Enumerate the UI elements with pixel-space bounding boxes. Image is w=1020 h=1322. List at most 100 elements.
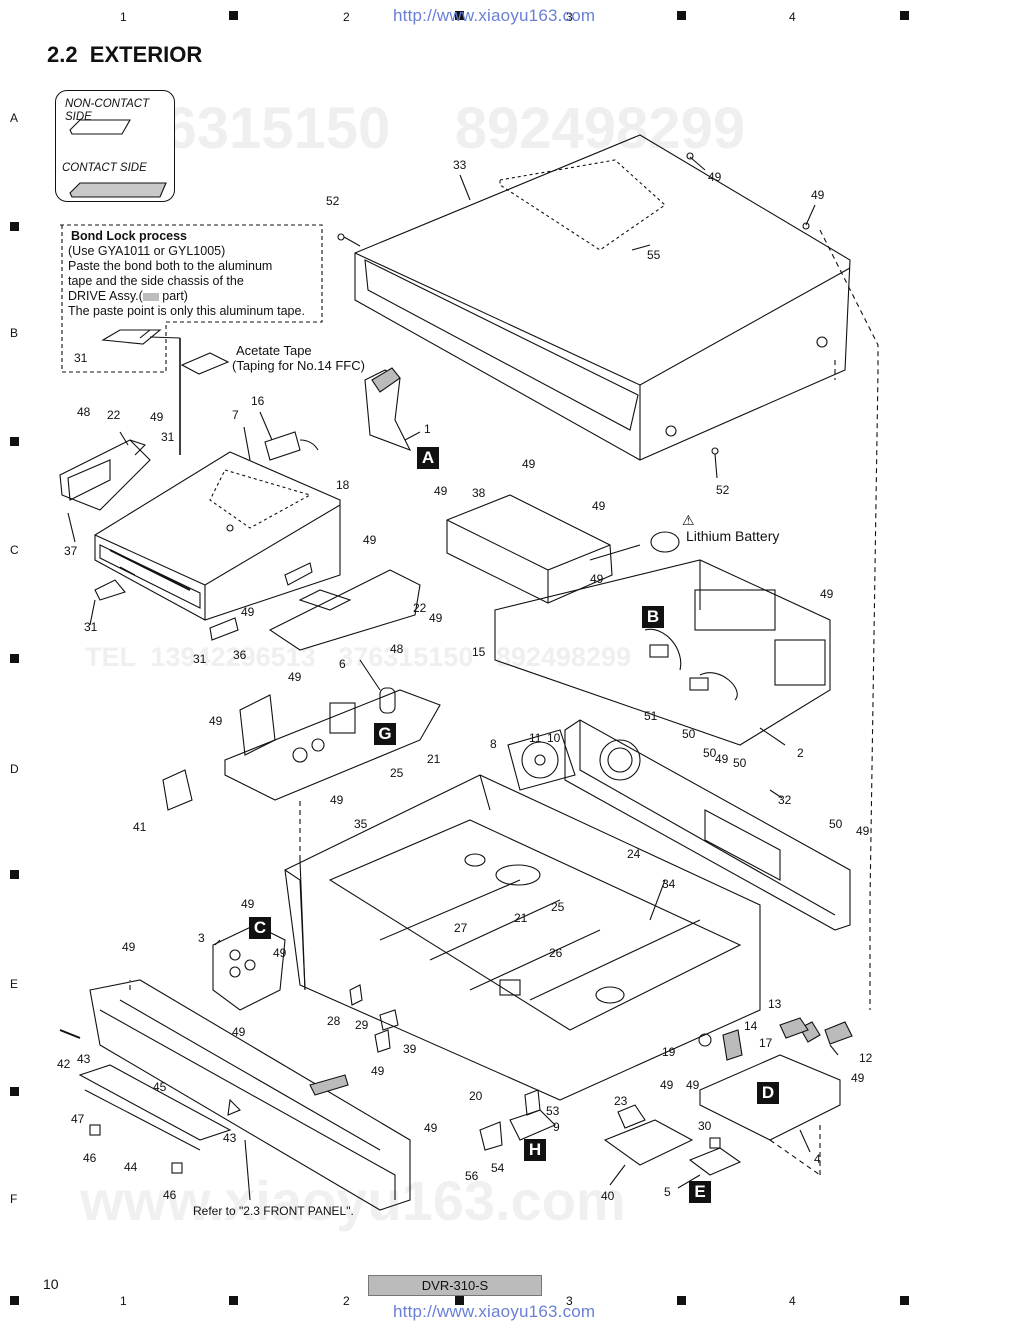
callout-8: 8 (490, 737, 497, 751)
callout-31: 31 (84, 620, 98, 634)
callout-46: 46 (163, 1188, 177, 1202)
callout-4: 4 (814, 1152, 821, 1166)
register-mark (10, 1296, 19, 1305)
row-letter-d: D (10, 762, 19, 776)
bond-lock-line4: DRIVE Assy.( part) (68, 289, 188, 303)
callout-49: 49 (811, 188, 825, 202)
badge-c: C (249, 917, 271, 939)
register-mark (229, 1296, 238, 1305)
callout-14: 14 (744, 1019, 758, 1033)
col-number-3: 3 (566, 10, 573, 24)
badge-b: B (642, 606, 664, 628)
callout-49: 49 (424, 1121, 438, 1135)
callout-48: 48 (390, 642, 404, 656)
callout-49: 49 (522, 457, 536, 471)
callout-49: 49 (820, 587, 834, 601)
callout-55: 55 (647, 248, 661, 262)
badge-d: D (757, 1082, 779, 1104)
callout-50: 50 (829, 817, 843, 831)
register-mark (455, 1296, 464, 1305)
callout-24: 24 (627, 847, 641, 861)
register-mark (677, 1296, 686, 1305)
callout-49: 49 (363, 533, 377, 547)
callout-49: 49 (851, 1071, 865, 1085)
col-number-1: 1 (120, 10, 127, 24)
callout-25: 25 (390, 766, 404, 780)
callout-49: 49 (241, 605, 255, 619)
callout-49: 49 (856, 824, 870, 838)
callout-9: 9 (553, 1120, 560, 1134)
badge-a: A (417, 447, 439, 469)
callout-21: 21 (427, 752, 441, 766)
callout-49: 49 (150, 410, 164, 424)
register-mark (10, 1087, 19, 1096)
callout-11: 11 (529, 731, 542, 745)
badge-e: E (689, 1181, 711, 1203)
callout-49: 49 (429, 611, 443, 625)
watermark-mid-tel: TEL 13942296513 376315150 892498299 (85, 642, 631, 672)
callout-38: 38 (472, 486, 486, 500)
footer-url[interactable]: http://www.xiaoyu163.com (393, 1302, 596, 1321)
register-mark (229, 11, 238, 20)
footer-col-3: 3 (566, 1294, 573, 1308)
footer-col-2: 2 (343, 1294, 350, 1308)
callout-49: 49 (371, 1064, 385, 1078)
callout-15: 15 (472, 645, 486, 659)
callout-46: 46 (83, 1151, 97, 1165)
callout-47: 47 (71, 1112, 85, 1126)
bond-lock-line2: Paste the bond both to the aluminum (68, 259, 273, 273)
register-mark (455, 11, 464, 20)
callout-19: 19 (662, 1045, 676, 1059)
register-mark (10, 870, 19, 879)
callout-25: 25 (551, 900, 565, 914)
callout-3: 3 (198, 931, 205, 945)
callout-28: 28 (327, 1014, 341, 1028)
callout-23: 23 (614, 1094, 628, 1108)
bond-lock-note: Bond Lock process (Use GYA1011 or GYL100… (68, 229, 328, 319)
callout-22: 22 (413, 601, 427, 615)
callout-53: 53 (546, 1104, 560, 1118)
callout-49: 49 (434, 484, 448, 498)
callout-29: 29 (355, 1018, 369, 1032)
callout-21: 21 (514, 911, 528, 925)
footer-col-4: 4 (789, 1294, 796, 1308)
callout-45: 45 (153, 1080, 167, 1094)
callout-52: 52 (716, 483, 730, 497)
header-url[interactable]: http://www.xiaoyu163.com (393, 6, 596, 25)
register-mark (677, 11, 686, 20)
callout-17: 17 (759, 1036, 773, 1050)
callout-40: 40 (601, 1189, 615, 1203)
bond-lock-title: Bond Lock process (71, 229, 187, 243)
callout-49: 49 (330, 793, 344, 807)
callout-49: 49 (241, 897, 255, 911)
callout-49: 49 (232, 1025, 246, 1039)
lithium-battery-label: Lithium Battery (686, 528, 780, 544)
legend-contact: CONTACT SIDE (62, 162, 147, 174)
callout-2: 2 (797, 746, 804, 760)
callout-54: 54 (491, 1161, 505, 1175)
acetate-tape-label: Acetate Tape (236, 343, 312, 358)
callout-18: 18 (336, 478, 350, 492)
callout-41: 41 (133, 820, 147, 834)
callout-12: 12 (859, 1051, 873, 1065)
model-name: DVR-310-S (368, 1275, 542, 1296)
callout-50: 50 (733, 756, 747, 770)
page-number: 10 (43, 1276, 59, 1292)
callout-37: 37 (64, 544, 78, 558)
callout-30: 30 (698, 1119, 712, 1133)
callout-43: 43 (77, 1052, 91, 1066)
row-letter-f: F (10, 1192, 18, 1206)
callout-51: 51 (644, 709, 658, 723)
callout-31: 31 (193, 652, 207, 666)
callout-16: 16 (251, 394, 265, 408)
callout-42: 42 (57, 1057, 71, 1071)
callout-35: 35 (354, 817, 368, 831)
callout-49: 49 (708, 170, 722, 184)
callout-44: 44 (124, 1160, 138, 1174)
col-number-2: 2 (343, 10, 350, 24)
callout-52: 52 (326, 194, 340, 208)
badge-h: H (524, 1139, 546, 1161)
footer-col-1: 1 (120, 1294, 127, 1308)
register-mark (10, 654, 19, 663)
